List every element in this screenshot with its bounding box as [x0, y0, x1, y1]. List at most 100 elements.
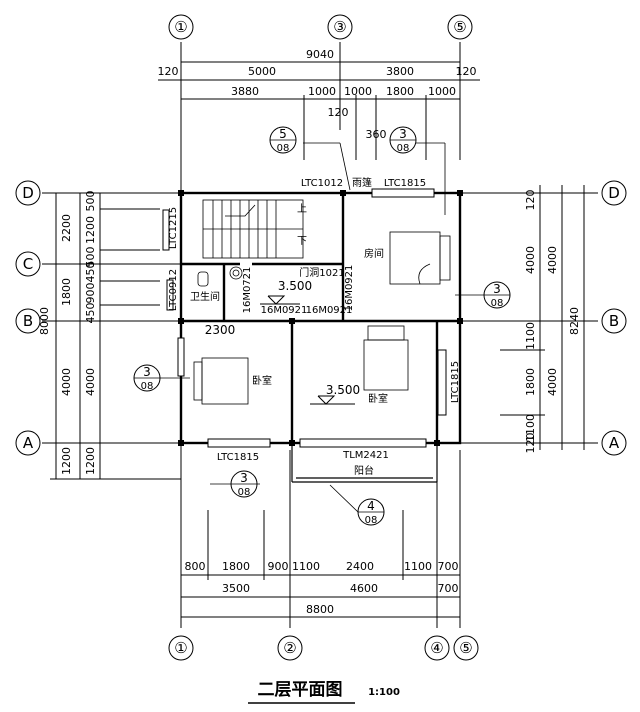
- dim-right-4000-b: 4000: [546, 368, 559, 396]
- svg-text:08: 08: [397, 143, 410, 154]
- bath-label: 卫生间: [190, 290, 220, 303]
- room-a-label: 房间: [364, 247, 384, 260]
- axis-top-1: ①: [174, 18, 187, 36]
- axis-left-a: A: [23, 434, 34, 452]
- dim-top-5000: 5000: [248, 65, 276, 78]
- dim-top-1800: 1800: [386, 85, 414, 98]
- dim-2300: 2300: [205, 323, 236, 337]
- rain-canopy-label: 雨篷: [352, 176, 372, 189]
- dim-left-450-a: 450: [84, 262, 97, 283]
- bath-fixtures: [197, 266, 243, 287]
- dim-bot-4600: 4600: [350, 582, 378, 595]
- dim-top-120-right: 120: [456, 65, 477, 78]
- axis-right-d: D: [608, 184, 620, 202]
- svg-text:08: 08: [141, 381, 154, 392]
- elevation-bedroom: 3.500: [326, 383, 360, 397]
- dim-bot-800: 800: [185, 560, 206, 573]
- dim-right-4000-top: 4000: [524, 246, 537, 274]
- dim-top-1000-b: 1000: [344, 85, 372, 98]
- dim-top-3880: 3880: [231, 85, 259, 98]
- bed-bedroom-right: [363, 325, 409, 391]
- svg-text:3: 3: [143, 365, 151, 379]
- dim-right-1100-b: 1100: [524, 414, 537, 442]
- label-tlm2421: TLM2421: [342, 450, 389, 461]
- staircase: [202, 199, 304, 259]
- axis-top-5: ⑤: [453, 18, 466, 36]
- dim-top-3800: 3800: [386, 65, 414, 78]
- svg-text:3: 3: [493, 282, 501, 296]
- dim-left-1200: 1200: [60, 447, 73, 475]
- dim-top-360: 360: [366, 128, 387, 141]
- label-m0921-bath: 16M0921: [261, 305, 308, 316]
- dim-left-4000: 4000: [60, 368, 73, 396]
- dim-right-4000-a: 4000: [546, 246, 559, 274]
- svg-text:4: 4: [367, 499, 375, 513]
- bedroom-right-label: 卧室: [368, 392, 388, 405]
- dim-bot-3500: 3500: [222, 582, 250, 595]
- label-ltc1215: LTC1215: [168, 207, 179, 249]
- dim-right-120-top: 120: [524, 190, 537, 211]
- dim-bot-overall: 8800: [306, 603, 334, 616]
- axis-right-b: B: [609, 312, 619, 330]
- dim-left-900: 900: [84, 283, 97, 304]
- dim-left-500-b: 500: [84, 247, 97, 268]
- axis-bottom-5: ⑤: [459, 639, 472, 657]
- label-ltc1815-bottom: LTC1815: [217, 452, 259, 463]
- bed-room-a: [389, 231, 451, 285]
- axis-bottom-4: ④: [430, 639, 443, 657]
- balcony-label: 阳台: [354, 464, 374, 477]
- axis-right-a: A: [609, 434, 620, 452]
- dim-right-overall: 8240: [568, 307, 581, 335]
- dim-left-overall: 8000: [38, 307, 51, 335]
- detail-ref-3-left: 3 08: [133, 364, 161, 392]
- svg-text:08: 08: [238, 487, 251, 498]
- svg-text:5: 5: [279, 127, 287, 141]
- svg-text:08: 08: [277, 143, 290, 154]
- detail-ref-3-right: 3 08: [483, 281, 511, 309]
- bedroom-left-label: 卧室: [252, 374, 272, 387]
- dim-bot-900: 900: [268, 560, 289, 573]
- dim-bot-700-b: 700: [438, 582, 459, 595]
- dim-left-1800: 1800: [60, 278, 73, 306]
- label-m0921-a: 16M0921: [306, 305, 353, 316]
- svg-text:08: 08: [491, 298, 504, 309]
- axis-left-d: D: [22, 184, 34, 202]
- dim-left-2200: 2200: [60, 214, 73, 242]
- bed-bedroom-left: [193, 357, 249, 405]
- label-m0721: 16M0721: [242, 267, 253, 314]
- dim-left-4000-b: 4000: [84, 368, 97, 396]
- axis-left-c: C: [23, 255, 33, 273]
- axis-top-3: ③: [333, 18, 346, 36]
- drawing-title: 二层平面图: [258, 680, 343, 700]
- dim-bot-1100-b: 1100: [404, 560, 432, 573]
- dim-top-1000-c: 1000: [428, 85, 456, 98]
- dim-right-120-bot: 120: [524, 433, 537, 454]
- axis-bottom-2: ②: [283, 639, 296, 657]
- axis-left-b: B: [23, 312, 33, 330]
- dim-top-1000-a: 1000: [308, 85, 336, 98]
- svg-text:3: 3: [399, 127, 407, 141]
- axis-bottom-1: ①: [174, 639, 187, 657]
- dim-bot-1800: 1800: [222, 560, 250, 573]
- label-m0921-b: 16M0921: [344, 265, 355, 312]
- detail-ref-3-bottom: 3 08: [230, 470, 258, 498]
- label-ltc1815-top: LTC1815: [384, 178, 426, 189]
- dim-left-1200-c: 1200: [84, 447, 97, 475]
- label-ltc1012: LTC1012: [301, 178, 343, 189]
- svg-text:3: 3: [240, 471, 248, 485]
- label-ltc1815-right: LTC1815: [450, 361, 461, 403]
- dim-top-120-left: 120: [158, 65, 179, 78]
- drawing-scale: 1:100: [368, 687, 400, 698]
- svg-text:08: 08: [365, 515, 378, 526]
- dim-right-1800: 1800: [524, 368, 537, 396]
- dim-left-1200-b: 1200: [84, 216, 97, 244]
- elevation-hall: 3.500: [278, 279, 312, 293]
- detail-ref-3-top: 3 08: [389, 126, 417, 154]
- dim-bot-700-a: 700: [438, 560, 459, 573]
- label-ltc0912: LTC0912: [168, 269, 179, 311]
- dim-top-overall: 9040: [306, 48, 334, 61]
- label-stair-up: 上: [297, 203, 307, 215]
- detail-ref-5-top: 5 08: [269, 126, 297, 154]
- dim-top-120-mid: 120: [328, 106, 349, 119]
